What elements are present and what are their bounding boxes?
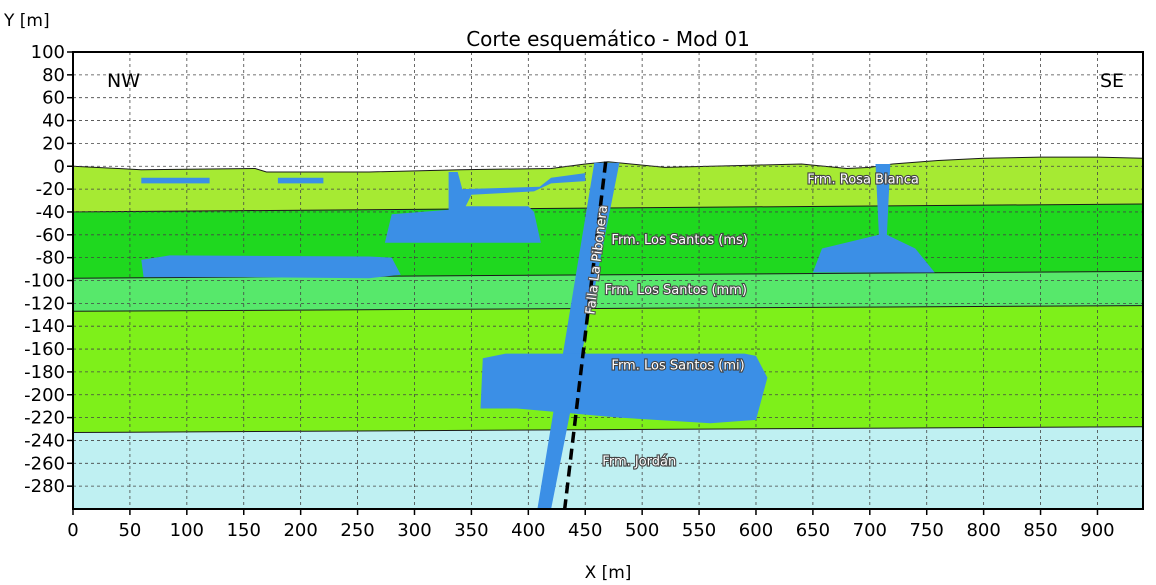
- x-tick-label: 0: [67, 520, 78, 541]
- y-tick-label: -200: [24, 385, 65, 406]
- x-tick-label: 750: [910, 520, 944, 541]
- nw-corner-label: NW: [107, 70, 140, 92]
- x-tick-label: 350: [454, 520, 488, 541]
- aquifer-body-1: [277, 177, 324, 184]
- y-tick-label: -20: [36, 179, 65, 200]
- y-tick-label: 60: [42, 88, 65, 109]
- x-tick-label: 500: [625, 520, 659, 541]
- layer-4: [73, 426, 1143, 509]
- chart-title: Corte esquemático - Mod 01: [466, 27, 750, 51]
- y-tick-label: 0: [54, 156, 65, 177]
- x-tick-label: 50: [118, 520, 141, 541]
- x-tick-label: 900: [1080, 520, 1114, 541]
- y-tick-label: -40: [36, 202, 65, 223]
- formation-label-3: Frm. Los Santos (mi): [611, 359, 744, 374]
- x-tick-label: 150: [227, 520, 261, 541]
- y-tick-label: 100: [31, 42, 65, 63]
- x-tick-label: 250: [340, 520, 374, 541]
- layer-top-line-4: [73, 426, 1143, 433]
- y-tick-label: -120: [24, 293, 65, 314]
- y-tick-label: -100: [24, 271, 65, 292]
- y-tick-label: 80: [42, 65, 65, 86]
- x-tick-label: 200: [283, 520, 317, 541]
- y-tick-label: 20: [42, 133, 65, 154]
- x-axis-ticks: 0 50 100 150 200 250 300 350 400 450 500 550 600 650 7…: [67, 509, 1115, 541]
- aquifer-body-3: [141, 255, 401, 279]
- formation-label-1: Frm. Los Santos (ms): [611, 233, 747, 248]
- x-axis-label: X [m]: [585, 563, 632, 583]
- x-tick-label: 650: [796, 520, 830, 541]
- layer-2: [73, 271, 1143, 312]
- grid-lines: [73, 52, 1143, 509]
- y-axis-ticks: 100806040200-20-40-60-80-100-120-140-160…: [24, 42, 73, 497]
- formation-label-2: Frm. Los Santos (mm): [605, 283, 747, 298]
- x-tick-label: 100: [170, 520, 204, 541]
- x-tick-label: 600: [739, 520, 773, 541]
- aquifer-body-0: [141, 177, 210, 184]
- aquifer-body-2: [384, 172, 586, 243]
- layer-top-line-3: [73, 305, 1143, 312]
- y-tick-label: -160: [24, 339, 65, 360]
- y-tick-label: -260: [24, 453, 65, 474]
- y-axis-label: Y [m]: [3, 11, 50, 31]
- fault-line: [562, 161, 608, 509]
- y-tick-label: -280: [24, 476, 65, 497]
- x-tick-label: 700: [853, 520, 887, 541]
- x-tick-label: 400: [511, 520, 545, 541]
- se-corner-label: SE: [1100, 70, 1124, 92]
- x-tick-label: 800: [966, 520, 1000, 541]
- y-tick-label: -240: [24, 430, 65, 451]
- y-tick-label: -220: [24, 408, 65, 429]
- y-tick-label: -80: [36, 248, 65, 269]
- y-tick-label: -180: [24, 362, 65, 383]
- aquifer-body-6: [812, 164, 935, 273]
- y-tick-label: -140: [24, 316, 65, 337]
- aquifer-bodies: [141, 162, 935, 509]
- y-tick-label: 40: [42, 111, 65, 132]
- aquifer-body-4: [537, 162, 620, 509]
- aquifer-body-5: [480, 353, 768, 424]
- x-tick-label: 850: [1023, 520, 1057, 541]
- formation-label-4: Frm. Jordán: [602, 455, 676, 470]
- y-tick-label: -60: [36, 225, 65, 246]
- formation-label-0: Frm. Rosa Blanca: [807, 172, 919, 187]
- x-tick-label: 300: [397, 520, 431, 541]
- x-tick-label: 450: [568, 520, 602, 541]
- x-tick-label: 550: [682, 520, 716, 541]
